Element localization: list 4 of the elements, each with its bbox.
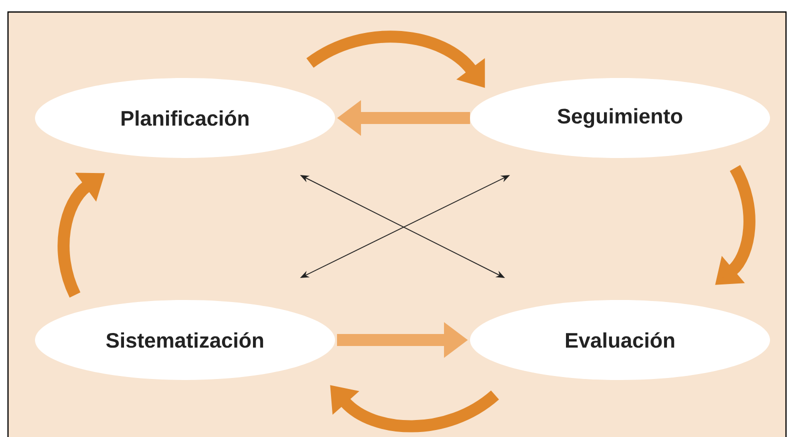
- ellipse-node: Sistematización: [35, 300, 335, 380]
- ellipse-node: Seguimiento: [470, 78, 770, 158]
- ellipse-node: Evaluación: [470, 300, 770, 380]
- ellipse-node: Planificación: [35, 78, 335, 158]
